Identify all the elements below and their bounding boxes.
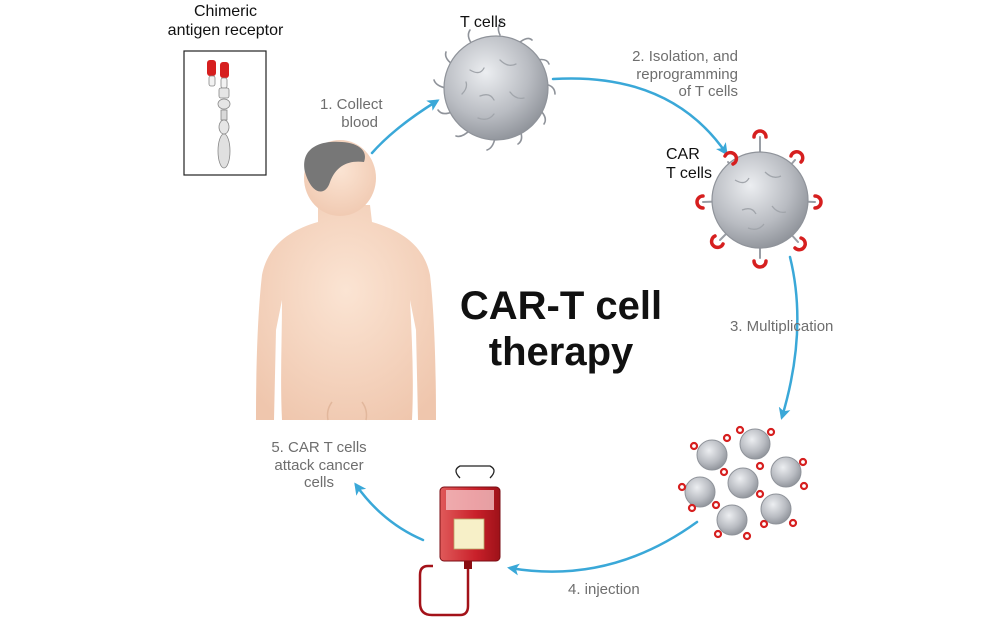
step-2-isolation-label: 2. Isolation, and reprogramming of T cel… bbox=[612, 48, 738, 101]
step-1-line-1: 1. Collect bbox=[320, 96, 383, 113]
title-line-2: therapy bbox=[488, 330, 634, 374]
t-cells-label: T cells bbox=[460, 14, 506, 31]
car-receptor-label: Chimeric antigen receptor bbox=[163, 3, 288, 41]
step-1-collect-label: 1. Collect blood bbox=[320, 96, 383, 131]
car-t-cells-label-line-2: T cells bbox=[666, 164, 712, 182]
t-cell bbox=[433, 20, 556, 151]
step-5-line-2: attack cancer bbox=[274, 456, 364, 474]
step-2-line-1: 2. Isolation, and bbox=[632, 48, 738, 65]
multiplied-cells bbox=[677, 425, 809, 541]
arrow-collect bbox=[370, 99, 440, 155]
arrow-injection bbox=[507, 520, 699, 576]
human-body bbox=[256, 205, 436, 420]
car-receptor-box bbox=[183, 50, 267, 176]
step-2-line-3: of T cells bbox=[678, 83, 738, 101]
diagram-title: CAR-T cell therapy bbox=[436, 283, 686, 375]
step-5-attack-label: 5. CAR T cells attack cancer cells bbox=[264, 439, 374, 492]
arrow-isolation bbox=[551, 77, 728, 156]
car-t-cells-label-line-1: CAR bbox=[666, 146, 700, 163]
arrow-attack bbox=[354, 482, 425, 542]
step-4-injection-label: 4. injection bbox=[568, 581, 640, 598]
car-receptor-label-line-1: Chimeric bbox=[193, 3, 258, 20]
step-5-line-3: cells bbox=[303, 474, 334, 492]
step-2-line-2: reprogramming bbox=[636, 65, 738, 83]
step-1-line-2: blood bbox=[341, 113, 378, 131]
human-hair bbox=[304, 141, 366, 192]
arrow-multiplication bbox=[778, 255, 799, 420]
car-t-cell bbox=[695, 129, 823, 269]
step-5-line-1: 5. CAR T cells bbox=[271, 439, 367, 456]
step-3-multiplication-label: 3. Multiplication bbox=[730, 318, 834, 335]
title-line-1: CAR-T cell bbox=[459, 284, 663, 328]
cycle-arrows bbox=[354, 77, 799, 576]
human-figure bbox=[256, 140, 436, 421]
car-t-cells-label: CAR T cells bbox=[666, 146, 712, 184]
car-receptor-label-line-2: antigen receptor bbox=[167, 21, 284, 39]
blood-bag bbox=[418, 465, 501, 617]
